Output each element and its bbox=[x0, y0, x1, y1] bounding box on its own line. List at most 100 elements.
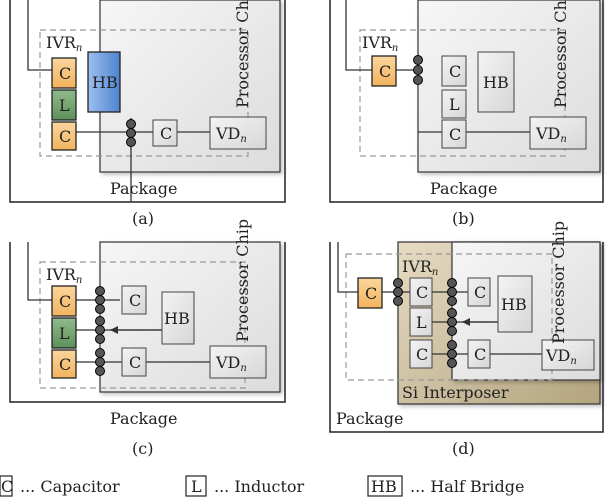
half-bridge bbox=[497, 275, 533, 333]
interposer-label: Si Interposer bbox=[402, 383, 509, 402]
solder-bump bbox=[95, 325, 105, 335]
solder-bump bbox=[447, 296, 457, 306]
capacitor bbox=[467, 339, 491, 369]
solder-bump bbox=[447, 340, 457, 350]
voltage-domain-label: VDn bbox=[535, 124, 567, 145]
solder-bump bbox=[447, 278, 457, 288]
capacitor-label: C bbox=[129, 291, 141, 310]
voltage-domain-label: VDn bbox=[215, 353, 247, 374]
panel-b: C C L C HB VDn IVRn Processor Chip Packa… bbox=[329, 0, 604, 228]
solder-bump bbox=[126, 128, 136, 138]
capacitor bbox=[409, 277, 433, 307]
capacitor bbox=[51, 285, 77, 317]
inductor bbox=[51, 89, 77, 121]
solder-bump bbox=[447, 308, 457, 318]
solder-bump bbox=[393, 287, 403, 297]
panel-caption: (a) bbox=[132, 209, 154, 228]
capacitor bbox=[371, 55, 397, 87]
capacitor-label: C bbox=[474, 345, 486, 364]
solder-bump bbox=[413, 75, 423, 85]
solder-bump bbox=[95, 348, 105, 358]
capacitor bbox=[51, 349, 77, 379]
capacitor bbox=[152, 119, 178, 147]
ivr-region bbox=[39, 29, 249, 157]
half-bridge bbox=[87, 51, 121, 113]
solder-bump bbox=[95, 316, 105, 326]
inductor-label: L bbox=[416, 313, 427, 332]
legend-half-bridge-symbol: HB bbox=[371, 477, 397, 496]
solder-bump bbox=[413, 55, 423, 65]
package-label: Package bbox=[430, 179, 498, 198]
ivr-region bbox=[39, 261, 246, 389]
solder-bump bbox=[447, 287, 457, 297]
solder-bump bbox=[95, 366, 105, 376]
ivr-label: IVRn bbox=[402, 257, 438, 278]
solder-bump bbox=[95, 295, 105, 305]
package-label: Package bbox=[110, 179, 178, 198]
ivr-label: IVRn bbox=[46, 33, 82, 54]
capacitor-label: C bbox=[59, 64, 71, 83]
capacitor-label: C bbox=[59, 292, 71, 311]
inductor bbox=[409, 307, 433, 337]
half-bridge-label: HB bbox=[501, 295, 527, 314]
capacitor bbox=[121, 285, 147, 315]
processor-chip-label: Processor Chip bbox=[233, 0, 252, 108]
solder-bump bbox=[447, 349, 457, 359]
voltage-domain-label: VDn bbox=[545, 346, 577, 367]
voltage-domain bbox=[541, 339, 595, 371]
capacitor-label: C bbox=[365, 284, 377, 303]
legend-capacitor-box bbox=[0, 475, 13, 497]
capacitor bbox=[441, 55, 467, 87]
solder-bump bbox=[393, 296, 403, 306]
half-bridge-label: HB bbox=[92, 73, 118, 92]
panel-caption: (c) bbox=[132, 439, 153, 458]
panel-caption: (d) bbox=[452, 439, 475, 458]
package-label: Package bbox=[110, 409, 178, 428]
capacitor bbox=[467, 277, 491, 307]
inductor-label: L bbox=[59, 96, 70, 115]
capacitor bbox=[441, 119, 467, 149]
panel-a: HB C L C C VDn IVRn Processor Chip Packa… bbox=[9, 0, 286, 228]
capacitor-label: C bbox=[416, 283, 428, 302]
ivr-region bbox=[345, 253, 553, 381]
capacitor bbox=[409, 339, 433, 369]
solder-bump bbox=[126, 119, 136, 129]
legend-capacitor-symbol: C bbox=[1, 477, 13, 496]
capacitor-label: C bbox=[379, 62, 391, 81]
processor-chip-label: Processor Chip bbox=[233, 219, 252, 342]
processor-chip-label: Processor Chip bbox=[549, 221, 568, 344]
half-bridge bbox=[477, 51, 515, 113]
legend-inductor-symbol: L bbox=[191, 477, 202, 496]
solder-bump bbox=[447, 317, 457, 327]
capacitor-label: C bbox=[449, 62, 461, 81]
capacitor bbox=[51, 121, 77, 151]
solder-bump bbox=[95, 357, 105, 367]
voltage-domain bbox=[209, 345, 267, 379]
solder-bump bbox=[126, 137, 136, 147]
legend-inductor-text: ... Inductor bbox=[214, 477, 305, 496]
solder-bump bbox=[95, 334, 105, 344]
solder-bump bbox=[393, 278, 403, 288]
ivr-label: IVRn bbox=[362, 33, 398, 54]
legend: C ... Capacitor L ... Inductor HB ... Ha… bbox=[0, 475, 524, 497]
capacitor-label: C bbox=[160, 124, 172, 143]
ivr-region bbox=[359, 29, 566, 157]
voltage-domain bbox=[209, 116, 267, 150]
legend-capacitor-text: ... Capacitor bbox=[20, 477, 120, 496]
voltage-domain bbox=[529, 116, 587, 150]
panel-c: C L C C C HB VDn IVRn Processor Chip Pac… bbox=[9, 219, 286, 458]
solder-bump bbox=[95, 304, 105, 314]
inductor bbox=[441, 89, 467, 119]
legend-half-bridge-box bbox=[367, 475, 403, 497]
legend-half-bridge-text: ... Half Bridge bbox=[410, 477, 524, 496]
solder-bump bbox=[447, 358, 457, 368]
capacitor-label: C bbox=[59, 355, 71, 374]
inductor bbox=[51, 317, 77, 349]
capacitor-label: C bbox=[59, 127, 71, 146]
half-bridge bbox=[161, 291, 195, 345]
half-bridge-label: HB bbox=[164, 309, 190, 328]
capacitor bbox=[357, 277, 383, 309]
capacitor-label: C bbox=[129, 353, 141, 372]
inductor-label: L bbox=[449, 95, 460, 114]
